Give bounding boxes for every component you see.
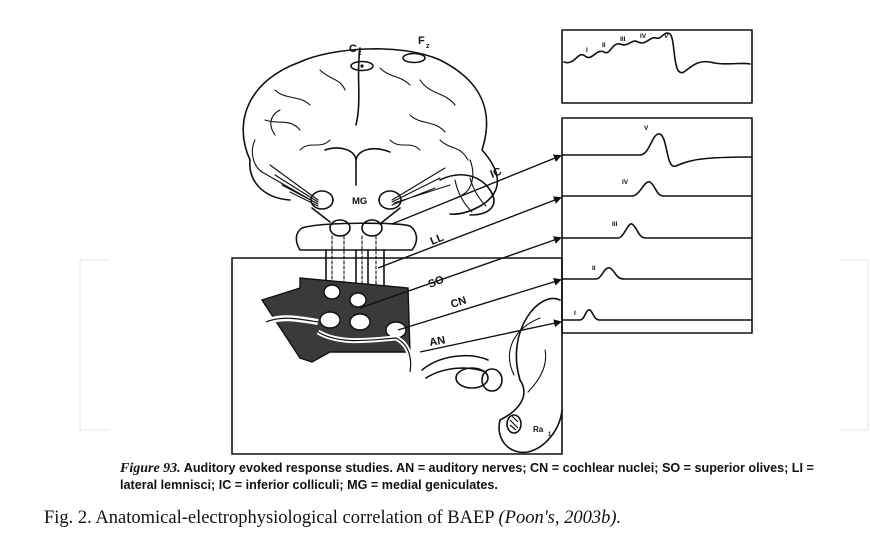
arrow-ic bbox=[391, 154, 562, 225]
arrow-cn bbox=[397, 277, 562, 331]
summary-waveform bbox=[563, 32, 751, 74]
peak-label-3: III bbox=[620, 36, 626, 43]
ear-illustration: Ra 1 bbox=[421, 297, 563, 454]
lower-panel bbox=[231, 257, 563, 455]
electrode-fz: F z bbox=[402, 35, 430, 64]
electrode-cz: C z bbox=[349, 43, 374, 72]
figure-caption-outer: Fig. 2. Anatomical-electrophysiological … bbox=[44, 508, 844, 529]
figure-caption-inner: Figure 93. Auditory evoked response stud… bbox=[120, 460, 850, 494]
peak-label-1: I bbox=[586, 47, 588, 54]
summary-wave-panel: I II III IV V bbox=[561, 29, 753, 104]
label-ic: IC bbox=[489, 166, 504, 181]
peak-label-2: II bbox=[602, 42, 606, 49]
figure-caption-text: Auditory evoked response studies. AN = a… bbox=[120, 461, 814, 492]
medial-geniculate: MG bbox=[310, 190, 402, 237]
arrow-so bbox=[359, 236, 562, 309]
label-so: SO bbox=[427, 274, 447, 291]
peak-label-5: V bbox=[664, 33, 669, 40]
trace-iii bbox=[561, 223, 753, 239]
arrow-ll bbox=[377, 196, 562, 269]
trace-iv bbox=[561, 181, 753, 197]
label-cz: C bbox=[349, 43, 357, 55]
trace-v bbox=[561, 133, 753, 167]
label-cz-sub: z bbox=[358, 50, 362, 57]
label-ra-sub: 1 bbox=[548, 432, 552, 438]
trace-label-v: V bbox=[644, 125, 649, 132]
figure-number-label: Figure 93. bbox=[120, 461, 181, 476]
peak-label-4: IV bbox=[640, 33, 647, 40]
label-cn: CN bbox=[449, 295, 468, 311]
label-fz: F bbox=[418, 35, 425, 47]
page-frame bbox=[79, 259, 869, 431]
label-mg: MG bbox=[352, 196, 367, 207]
trace-label-iv: IV bbox=[622, 179, 629, 186]
trace-label-iii: III bbox=[612, 221, 618, 228]
outer-caption-citation: (Poon's, 2003b). bbox=[498, 508, 622, 528]
trace-wave-panel: V IV III II I bbox=[561, 117, 753, 334]
brainstem bbox=[295, 222, 418, 291]
label-ll: LL bbox=[429, 232, 446, 248]
label-ra: Ra bbox=[533, 425, 544, 434]
projection-arrows bbox=[359, 154, 562, 353]
outer-caption-text: Fig. 2. Anatomical-electrophysiological … bbox=[44, 508, 499, 528]
label-an: AN bbox=[428, 334, 446, 349]
trace-label-ii: II bbox=[592, 265, 596, 272]
brain-illustration bbox=[242, 47, 499, 216]
trace-i bbox=[561, 309, 753, 321]
label-fz-sub: z bbox=[426, 43, 430, 50]
trace-label-i: I bbox=[574, 310, 576, 317]
arrow-an bbox=[419, 319, 562, 353]
brainstem-nuclei bbox=[260, 277, 414, 373]
pathway-labels: IC LL SO CN AN bbox=[427, 166, 504, 349]
trace-ii bbox=[561, 267, 753, 280]
